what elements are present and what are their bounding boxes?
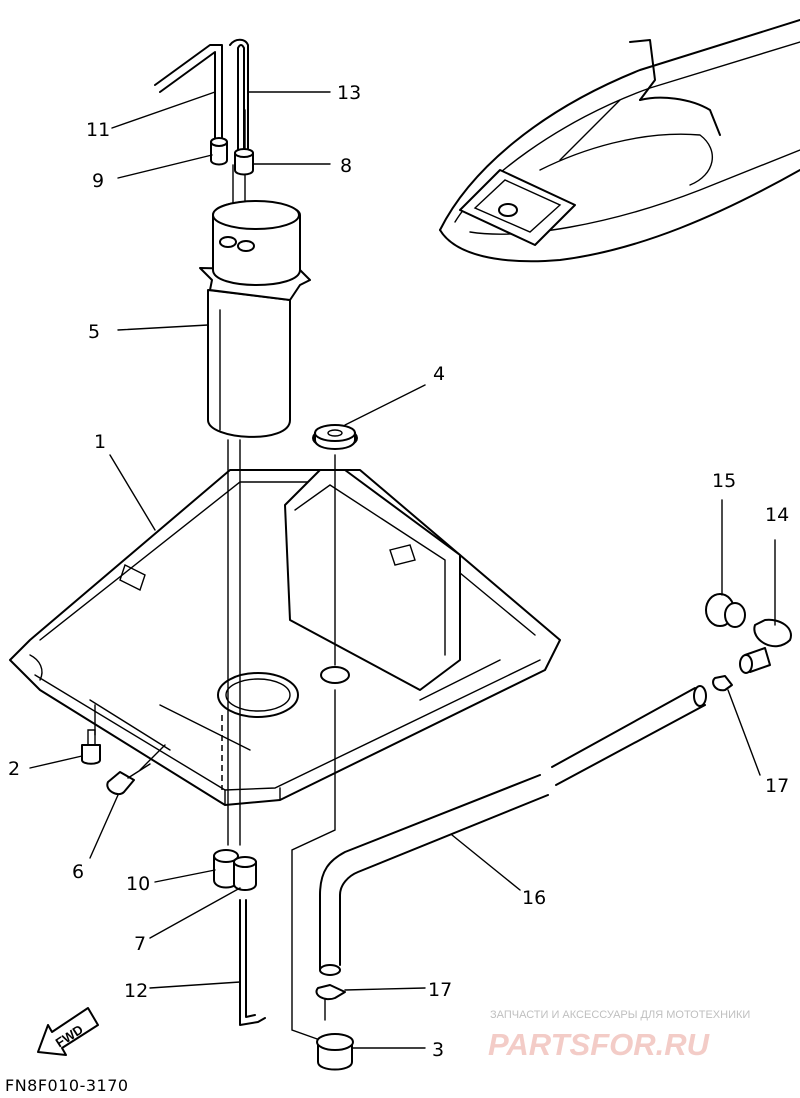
grommet: [312, 424, 358, 450]
callout-13: 13: [337, 82, 361, 104]
callout-16: 16: [522, 887, 546, 909]
callout-11: 11: [86, 119, 110, 141]
callout-17b: 17: [428, 979, 452, 1001]
watercraft-inset: [439, 19, 800, 263]
watermark: ЗАПЧАСТИ И АКСЕССУАРЫ ДЛЯ МОТОТЕХНИКИ PA…: [488, 1009, 750, 1062]
callout-9: 9: [92, 170, 104, 192]
callout-5: 5: [88, 321, 100, 343]
fittings-right: [315, 593, 792, 1071]
diagram-code: FN8F010-3170: [5, 1076, 129, 1095]
callout-6: 6: [72, 861, 84, 883]
callout-14: 14: [765, 504, 789, 526]
assembly-lines: [94, 104, 336, 1041]
fuel-filter: [199, 200, 311, 438]
callout-3: 3: [432, 1039, 444, 1061]
callout-10: 10: [126, 873, 150, 895]
engine-tray: [9, 469, 561, 806]
bolts: [81, 729, 151, 796]
vent-hoses: [154, 38, 249, 156]
callout-12: 12: [124, 980, 148, 1002]
hose-caps-top: [210, 137, 254, 176]
callout-2: 2: [8, 758, 20, 780]
callout-7: 7: [134, 933, 146, 955]
watermark-tagline: ЗАПЧАСТИ И АКСЕССУАРЫ ДЛЯ МОТОТЕХНИКИ: [490, 1009, 750, 1021]
watermark-brand: PARTSFOR.RU: [488, 1027, 711, 1062]
callout-1: 1: [94, 431, 106, 453]
drain-hose: [319, 685, 707, 976]
callout-labels: 11 13 9 8 5 4 1 15 14 2 17 6 10 16 7 12 …: [8, 82, 789, 1061]
callout-4: 4: [433, 363, 445, 385]
callout-8: 8: [340, 155, 352, 177]
lower-fittings: [213, 849, 266, 1026]
callout-15: 15: [712, 470, 736, 492]
fwd-arrow: FWD: [37, 1007, 99, 1056]
callout-17a: 17: [765, 775, 789, 797]
leader-lines: [29, 91, 776, 1049]
